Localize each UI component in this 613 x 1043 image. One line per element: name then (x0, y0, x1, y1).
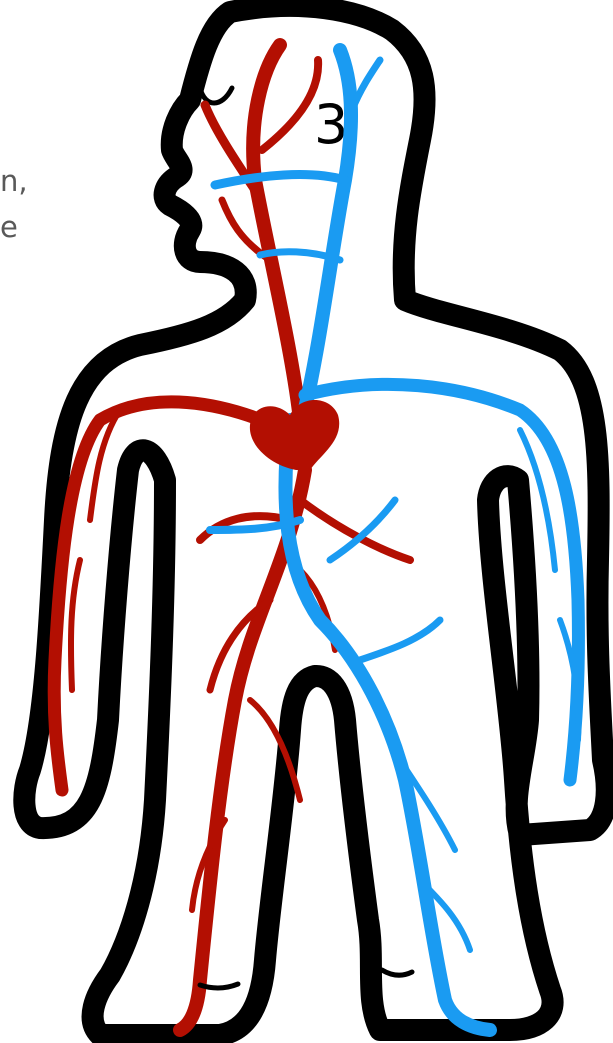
silhouette-path (24, 6, 606, 1035)
body-outline (24, 6, 606, 1035)
